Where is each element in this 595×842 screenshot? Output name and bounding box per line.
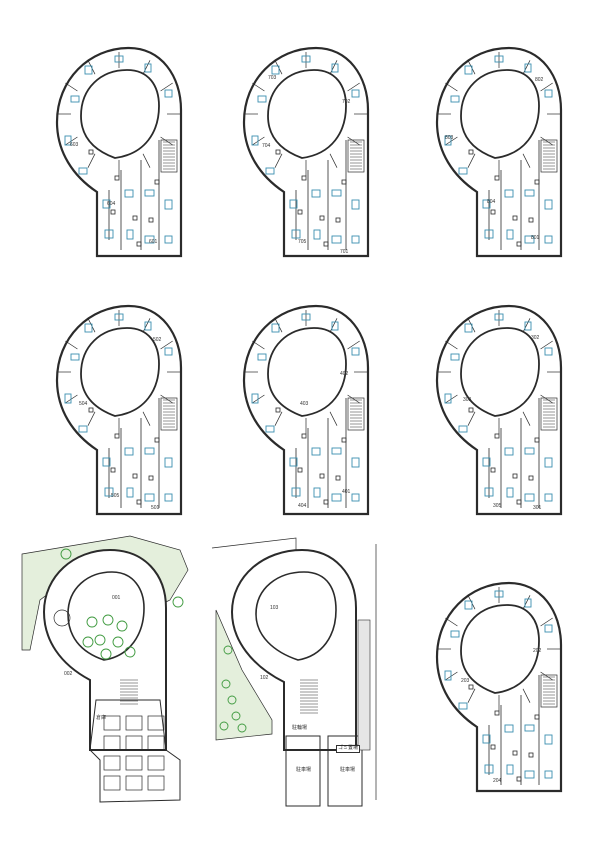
floor-plan-7f: 703 702 704 705 701 [232, 40, 372, 270]
unit-label: 701 [340, 249, 349, 255]
unit-label: 403 [300, 401, 309, 407]
unit-label: 002 [64, 671, 73, 677]
plan-drawing [55, 46, 183, 258]
unit-label: 604 [107, 201, 116, 207]
plan-drawing [211, 537, 377, 807]
room-label-parking-2: 駐車場 [340, 767, 356, 773]
unit-label: 502 [153, 337, 162, 343]
unit-label: 301 [533, 505, 542, 511]
floor-plan-3f: 302 303 305 301 [425, 298, 565, 528]
unit-label: 202 [533, 648, 542, 654]
unit-label: 305 [493, 503, 502, 509]
room-label-parking-1: 駐車場 [296, 767, 312, 773]
plan-drawing [242, 304, 370, 516]
plan-drawing [435, 581, 563, 793]
unit-label: 402 [340, 371, 349, 377]
unit-label: 302 [531, 335, 540, 341]
unit-label: 102 [260, 675, 269, 681]
room-label-bicycle: 駐輪場 [292, 725, 308, 731]
room-label-garbage: ゴミ置場 [336, 745, 361, 753]
unit-label: 505 [111, 493, 120, 499]
unit-label: 804 [487, 199, 496, 205]
unit-label: 303 [463, 397, 472, 403]
unit-label: 103 [270, 605, 279, 611]
unit-label: 703 [268, 75, 277, 81]
unit-label: 204 [493, 778, 502, 784]
unit-label: 702 [342, 99, 351, 105]
floor-plan-1f: 103 102 駐輪場 ゴミ置場 駐車場 駐車場 [211, 530, 387, 810]
unit-label: 603 [70, 142, 79, 148]
unit-label: 203 [461, 678, 470, 684]
floor-plan-4f: 402 403 404 401 [232, 298, 372, 528]
unit-label: 601 [149, 239, 158, 245]
floor-plan-8f-a: 802 803 804 801 [425, 40, 565, 270]
floor-plan-5f: 502 504 505 501 [45, 298, 185, 528]
plan-drawing [435, 304, 563, 516]
floor-plan-2f: 202 203 204 [425, 575, 565, 805]
unit-label: 501 [151, 505, 160, 511]
unit-label: 401 [342, 489, 351, 495]
floor-plan-ground: 001 002 倉庫 [20, 530, 195, 810]
plan-drawing [55, 304, 183, 516]
unit-label: 801 [531, 235, 540, 241]
unit-label: 705 [298, 239, 307, 245]
unit-label: 803 [445, 135, 454, 141]
plan-drawing [435, 46, 563, 258]
unit-label: 001 [112, 595, 121, 601]
floor-plan-6f: 603 604 601 [45, 40, 185, 270]
unit-label: 704 [262, 143, 271, 149]
unit-label: 504 [79, 401, 88, 407]
plan-drawing [21, 535, 189, 803]
unit-label: 404 [298, 503, 307, 509]
plan-drawing [242, 46, 370, 258]
unit-label: 802 [535, 77, 544, 83]
room-label-storage: 倉庫 [96, 715, 107, 721]
